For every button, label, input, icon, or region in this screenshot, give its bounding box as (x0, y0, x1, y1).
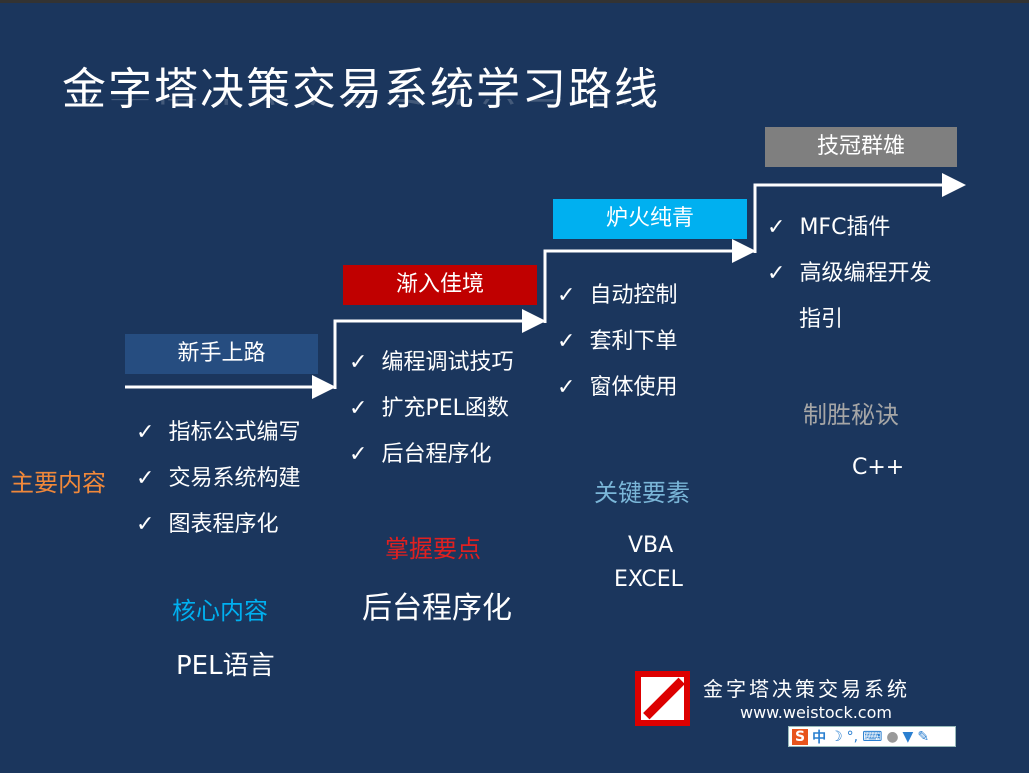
stage-3-items: ✓自动控制 ✓套利下单 ✓窗体使用 (557, 273, 677, 411)
wrench-icon[interactable]: ✎ (917, 728, 930, 745)
list-item: ✓交易系统构建 (136, 466, 301, 491)
step-arrow-4 (753, 173, 966, 253)
list-item: ✓MFC插件 (767, 215, 891, 240)
stage-box-1: 新手上路 (125, 334, 318, 374)
logo-name: 金字塔决策交易系统 (703, 677, 910, 701)
list-item: ✓窗体使用 (557, 375, 678, 400)
list-item: ✓编程调试技巧 (349, 350, 514, 375)
logo-url: www.weistock.com (740, 703, 892, 722)
stage-box-4: 技冠群雄 (765, 127, 957, 167)
ime-mode-toggle[interactable]: 中 (812, 729, 827, 746)
key-elements-label: 关键要素 (594, 479, 690, 507)
punctuation-toggle[interactable]: °, (846, 728, 859, 745)
list-item: ✓后台程序化 (349, 442, 492, 467)
stage-4-items: ✓MFC插件 ✓高级编程开发 指引 (767, 205, 931, 343)
key-points-value: 后台程序化 (362, 591, 512, 626)
list-item: ✓套利下单 (557, 329, 678, 354)
stage-2-items: ✓编程调试技巧 ✓扩充PEL函数 ✓后台程序化 (349, 340, 513, 478)
page-title: 金字塔决策交易系统学习路线 (62, 64, 660, 115)
key-elements-vba: VBA (628, 533, 674, 558)
user-icon[interactable]: ● (886, 728, 899, 745)
ime-toolbar[interactable]: S 中 ☽ °, ⌨ ● ▼ ✎ (788, 726, 956, 747)
core-content-value: PEL语言 (176, 651, 275, 681)
stage-1-items: ✓指标公式编写 ✓交易系统构建 ✓图表程序化 (136, 410, 300, 548)
key-elements-excel: EXCEL (614, 567, 683, 592)
step-arrow-3 (543, 239, 756, 323)
staircase-arrows (125, 173, 966, 399)
keyboard-icon[interactable]: ⌨ (862, 728, 883, 745)
list-item: ✓高级编程开发 (767, 261, 932, 286)
main-content-label: 主要内容 (10, 469, 106, 497)
list-item: ✓自动控制 (557, 283, 678, 308)
skin-icon[interactable]: ▼ (902, 728, 914, 745)
list-item: ✓指标公式编写 (136, 420, 301, 445)
core-content-label: 核心内容 (172, 597, 268, 625)
moon-icon[interactable]: ☽ (830, 728, 843, 745)
list-item: ✓扩充PEL函数 (349, 396, 509, 421)
list-item: ✓图表程序化 (136, 512, 279, 537)
stage-box-2: 渐入佳境 (343, 265, 537, 305)
weistock-logo-icon (635, 671, 690, 726)
sogou-icon[interactable]: S (792, 728, 809, 745)
list-item: 指引 (799, 307, 844, 332)
winning-secret-value: C++ (852, 455, 905, 480)
step-arrow-2 (333, 309, 546, 389)
stage-box-3: 炉火纯青 (553, 199, 747, 239)
key-points-label: 掌握要点 (385, 535, 481, 563)
winning-secret-label: 制胜秘诀 (803, 401, 899, 429)
